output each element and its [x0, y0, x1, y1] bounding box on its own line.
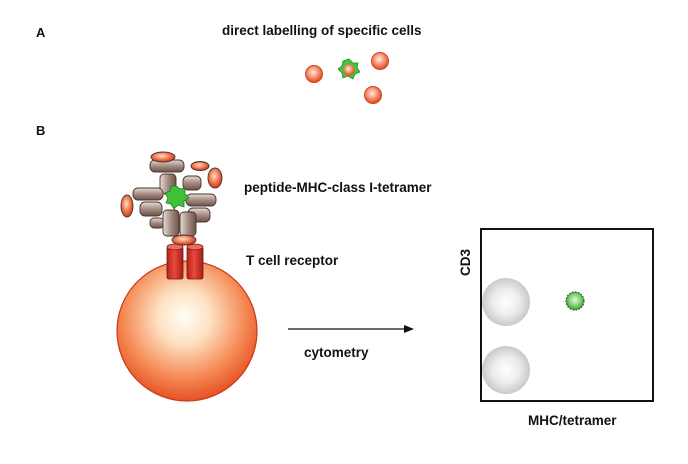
panel-b-letter: B [36, 123, 46, 138]
tetramer-label: peptide-MHC-class I-tetramer [244, 180, 432, 195]
cytometry-plot [480, 228, 654, 402]
t-cell-body [116, 260, 258, 402]
labelled-cell-left [305, 65, 323, 83]
panel-a-cells [305, 52, 389, 104]
cytometry-arrow [288, 325, 414, 333]
peptide-green-core [164, 185, 190, 210]
t-cell-receptor-label: T cell receptor [246, 253, 339, 268]
t-cell-receptor [166, 243, 204, 280]
population-negative-lower [482, 346, 530, 394]
panel-a-title: direct labelling of specific cells [222, 23, 422, 38]
mhc-tetramer [120, 151, 223, 246]
population-tetramer-positive [565, 291, 585, 311]
labelled-cell-bottom [364, 86, 382, 104]
plot-x-axis-label: MHC/tetramer [528, 413, 617, 428]
plot-y-axis-label: CD3 [458, 248, 473, 276]
cytometry-label: cytometry [304, 345, 369, 360]
labelled-cell-right [371, 52, 389, 70]
panel-a-letter: A [36, 25, 46, 40]
population-negative-upper [482, 278, 530, 326]
t-cell [116, 260, 258, 402]
specific-cell-green-labelled [337, 58, 361, 80]
